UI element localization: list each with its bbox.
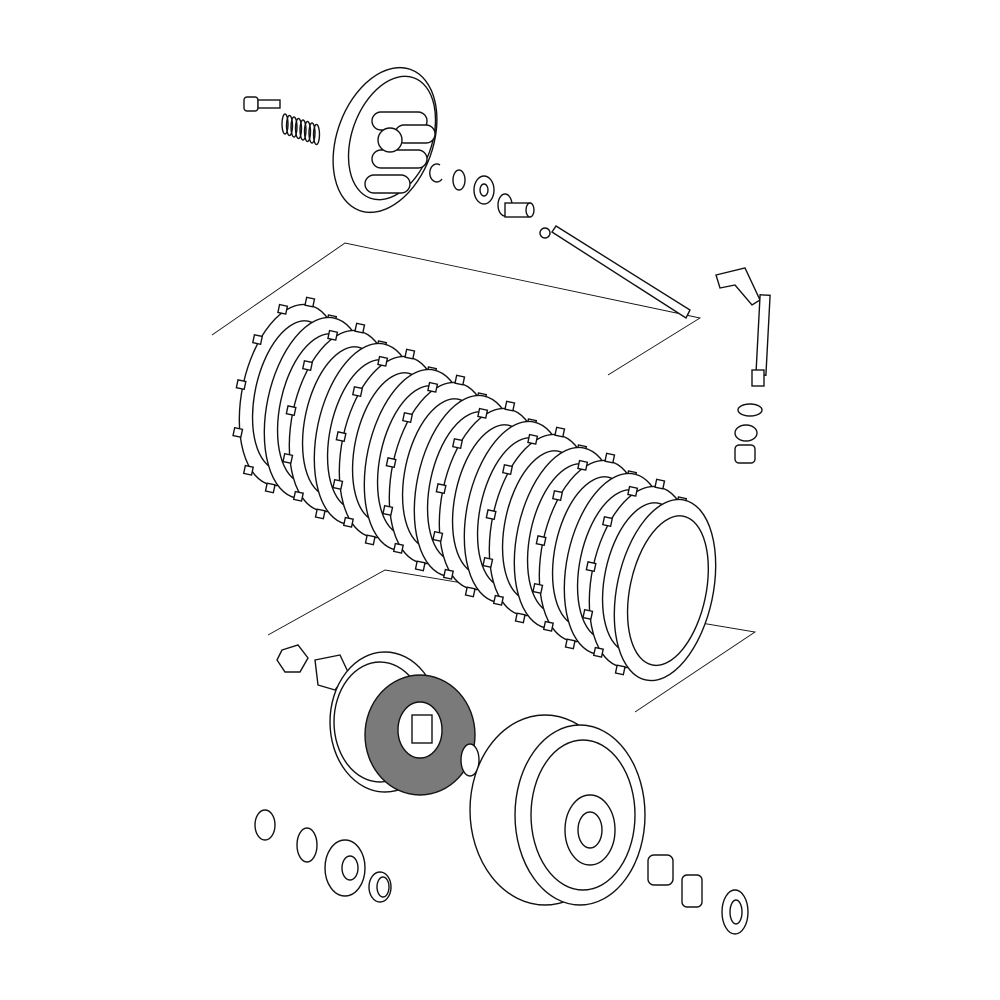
clutch-basket: [469, 714, 646, 906]
bolt: [243, 96, 281, 112]
circlip: [429, 163, 443, 183]
sleeve: [647, 854, 674, 886]
washer: [721, 889, 749, 935]
clutch-plates: [232, 296, 717, 682]
washer: [460, 743, 480, 777]
needle-bearing: [681, 874, 703, 908]
needle-bearing: [734, 444, 756, 464]
bushing: [368, 871, 392, 903]
nut: [276, 644, 309, 673]
push-piece: [497, 193, 535, 218]
thrust-bearing: [473, 175, 495, 205]
ball-bearing: [734, 424, 758, 442]
shaft-seal: [737, 403, 763, 417]
primary-gear: [329, 651, 476, 796]
spring: [281, 113, 321, 146]
ball: [539, 227, 551, 239]
washer: [296, 827, 318, 863]
clutch-plate: [613, 498, 717, 682]
washer: [254, 809, 276, 841]
release-lever: [715, 267, 771, 387]
gear: [324, 839, 366, 897]
push-rod: [551, 225, 691, 320]
plates-group-frame-top: [211, 242, 702, 376]
washer: [452, 169, 466, 191]
pressure-plate: [332, 66, 438, 214]
